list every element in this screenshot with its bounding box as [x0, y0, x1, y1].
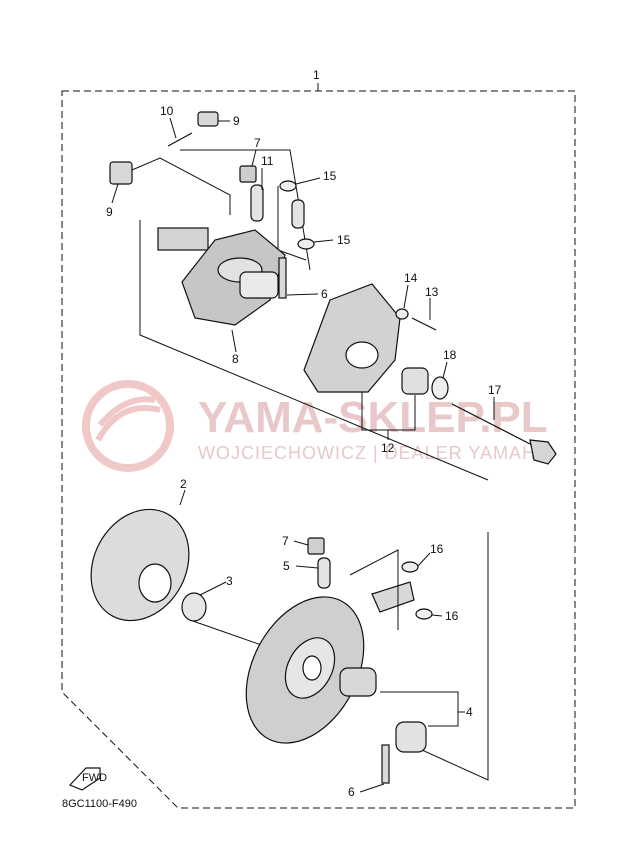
leader-3	[199, 581, 227, 596]
leader-7a	[251, 149, 257, 167]
leader-16a	[417, 552, 431, 567]
leader-5	[295, 565, 319, 569]
bushing	[401, 367, 429, 395]
threaded-shaft	[157, 227, 209, 251]
leader-7b	[293, 540, 309, 546]
slider-shoe-9-left	[109, 161, 133, 185]
callout-8: 8	[232, 352, 239, 366]
callout-15a: 15	[323, 169, 337, 183]
diagram-code: 8GC1100-F490	[62, 798, 137, 810]
callout-16a: 16	[430, 542, 444, 556]
watermark-logo	[82, 380, 174, 472]
leader-16b	[431, 614, 443, 617]
callout-7a: 7	[254, 136, 261, 150]
bolt-17	[451, 403, 535, 447]
leader-9b	[111, 183, 119, 204]
callout-15b: 15	[337, 233, 351, 247]
watermark-title: YAMA-SKLEP.PL	[198, 393, 548, 442]
fixed-sheave-assembly	[157, 227, 286, 326]
callout-18: 18	[443, 348, 457, 362]
leader-10	[169, 117, 177, 139]
sleeve	[239, 271, 279, 299]
leader-15a	[295, 177, 321, 185]
sleeve-4	[395, 721, 427, 753]
leader-6a	[286, 293, 319, 296]
callout-7b: 7	[282, 534, 289, 548]
washer-15-top	[279, 180, 297, 192]
movable-sheave-bore	[302, 655, 322, 681]
washer-15-bottom	[297, 238, 315, 250]
collar-5	[317, 557, 331, 589]
callout-6b: 6	[348, 785, 355, 799]
callout-16b: 16	[445, 609, 459, 623]
washer-16-top	[401, 561, 419, 573]
upper-frame	[139, 220, 489, 481]
nut-7-upper	[239, 165, 257, 183]
bolt-17-head	[529, 439, 557, 465]
leader-9-link	[131, 157, 231, 215]
callout-14: 14	[404, 271, 418, 285]
roller-15	[291, 199, 305, 229]
callout-10: 10	[160, 104, 174, 118]
slider-shoe-9-top	[197, 111, 219, 127]
movable-sheave-boss	[339, 667, 377, 697]
leader-2	[179, 489, 186, 506]
bolt-6-lower	[381, 744, 390, 784]
upper-frame-right	[180, 149, 311, 271]
callout-5: 5	[283, 559, 290, 573]
watermark: YAMA-SKLEP.PL WOJCIECHOWICZ | DEALER YAM…	[82, 380, 549, 472]
nut-7-lower	[307, 537, 325, 555]
bolt-6-upper	[278, 257, 287, 299]
watermark-subtitle: WOJCIECHOWICZ | DEALER YAMAHA	[198, 443, 549, 463]
lower-frame-right	[399, 532, 489, 781]
callout-9a: 9	[233, 114, 240, 128]
washer-18	[431, 376, 449, 400]
sheave-bore	[138, 563, 172, 603]
callout-2: 2	[180, 477, 187, 491]
callout-9b: 9	[106, 205, 113, 219]
bracket-16	[349, 549, 399, 630]
leader-18	[442, 361, 448, 379]
callout-3: 3	[226, 574, 233, 588]
callout-4: 4	[466, 705, 473, 719]
bolt-13	[411, 317, 437, 331]
bearing-3	[181, 592, 207, 622]
fwd-label: FWD	[82, 772, 107, 784]
callout-11: 11	[261, 154, 274, 168]
callout-1: 1	[313, 68, 320, 82]
callout-13: 13	[425, 285, 439, 299]
pin-10	[167, 132, 193, 147]
fwd-arrow: FWD	[68, 767, 107, 791]
callout-17: 17	[488, 383, 502, 397]
fwd-arrow-shape	[68, 767, 101, 791]
washer-16-bottom	[415, 608, 433, 620]
movable-sheave-assembly	[245, 596, 377, 744]
collar-11	[250, 184, 264, 222]
callout-6a: 6	[321, 287, 328, 301]
arm-16	[371, 581, 415, 613]
leader-15b	[313, 239, 334, 243]
leader-14	[403, 284, 409, 309]
cover-bore	[345, 341, 379, 369]
lower-frame-link	[189, 619, 271, 649]
cover-plate	[303, 283, 401, 393]
watermark-logo-mark	[95, 396, 161, 442]
leader-8	[231, 329, 237, 353]
bracket-4	[380, 691, 459, 727]
washer-14	[395, 308, 409, 320]
callout-12: 12	[381, 441, 395, 455]
leader-6b	[359, 783, 385, 793]
